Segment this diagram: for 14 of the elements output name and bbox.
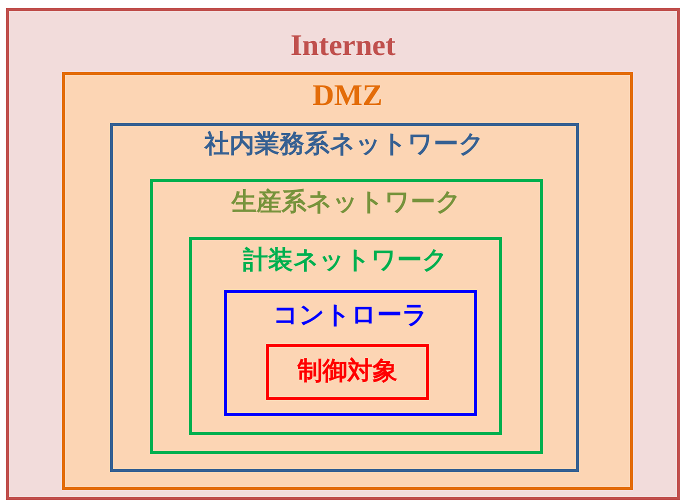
zone-title: DMZ <box>312 79 382 112</box>
zone-box <box>189 237 502 435</box>
zone-box <box>6 8 680 500</box>
zone-title: 生産系ネットワーク <box>232 188 462 216</box>
zone-box <box>224 290 477 416</box>
zone-box <box>62 72 633 490</box>
zone-title: コントローラ <box>273 301 428 328</box>
zone-title: Internet <box>290 29 396 62</box>
zone-title: 制御対象 <box>298 357 398 384</box>
zone-title: 社内業務系ネットワーク <box>204 130 484 158</box>
zone-box <box>110 123 579 472</box>
zone-title: 計装ネットワーク <box>243 246 448 274</box>
zone-box <box>266 344 429 400</box>
zone-box <box>150 179 543 454</box>
